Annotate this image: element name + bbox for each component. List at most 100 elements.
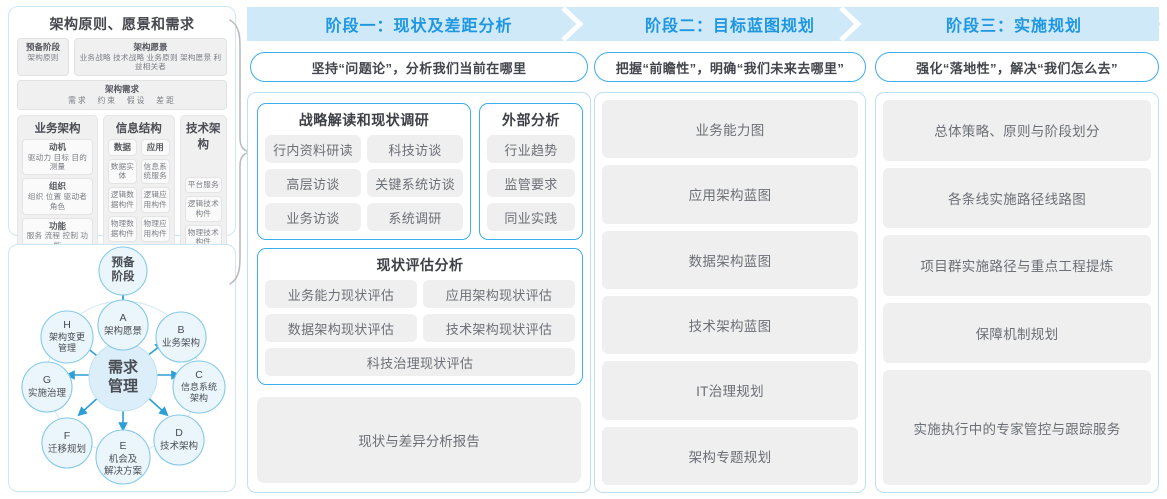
togaf-vision-box: 架构愿景 业务战略 技术战略 业务原则 架构愿景 利益相关者 (74, 38, 227, 77)
sub-box: 逻辑应用构件 (140, 187, 170, 214)
sub-detail: 物理应用构件 (143, 219, 167, 238)
svg-text:架构愿景: 架构愿景 (104, 325, 142, 337)
svg-text:A: A (119, 312, 126, 324)
chip-item[interactable]: 业务能力现状评估 (265, 280, 417, 308)
external-analysis-card: 外部分析 行业趋势 监管要求 同业实践 (479, 103, 583, 240)
adm-center-line1: 需求 (108, 358, 139, 376)
chip-item[interactable]: 行内资料研读 (265, 135, 361, 163)
pillar-title: 业务架构 (34, 122, 81, 135)
phase-2-header-text: 阶段二：目标蓝图规划 (644, 18, 815, 35)
pillar-information-structure: 信息结构 数据 数据实体 逻辑数据构件 物理数据构件 应用 信息系统服务 逻辑应… (102, 114, 175, 260)
phase-3-subtitle: 强化“落地性”，解决“我们怎么去” (875, 52, 1159, 82)
sub-detail: 物理数据构件 (110, 219, 135, 238)
requirements-heading: 架构需求 (104, 84, 139, 95)
external-analysis-chips: 行业趋势 监管要求 同业实践 (487, 135, 575, 231)
sub-box: 信息系统服务 (140, 158, 170, 185)
sub-box: 平台服务 (184, 176, 222, 193)
phase-1-subtitle: 坚持“问题论”，分析我们当前在哪里 (250, 52, 588, 82)
sub-detail: 平台服务 (187, 179, 219, 189)
sub-heading: 应用 (146, 141, 164, 152)
list-item[interactable]: 各条线实施路径线路图 (883, 167, 1151, 229)
svg-text:迁移规划: 迁移规划 (48, 443, 86, 455)
chevron-right-icon-1 (557, 7, 584, 41)
svg-text:架构: 架构 (190, 392, 208, 403)
sub-box: 物理应用构件 (140, 216, 170, 242)
chip-item[interactable]: 高层访谈 (265, 169, 361, 197)
adm-center-line2: 管理 (108, 377, 138, 395)
current-state-assessment-title: 现状评估分析 (376, 257, 464, 273)
chip-item[interactable]: 业务访谈 (265, 203, 361, 231)
chip-item[interactable]: 监管要求 (487, 169, 575, 197)
list-item[interactable]: 架构专题规划 (602, 426, 858, 485)
sub-detail: 物理技术构件 (187, 227, 219, 247)
external-analysis-title: 外部分析 (502, 112, 560, 128)
svg-text:管理: 管理 (58, 342, 76, 353)
svg-text:G: G (43, 374, 51, 386)
togaf-preliminary-phase-box: 预备阶段 架构原则 (17, 38, 69, 77)
chip-item[interactable]: 科技治理现状评估 (265, 348, 575, 376)
list-item[interactable]: 数据架构蓝图 (602, 230, 858, 289)
sub-box: 应用 (140, 138, 170, 156)
sub-heading: 数据 (113, 141, 131, 152)
togaf-requirements-box: 架构需求 需求 约束 假设 差距 (17, 80, 227, 110)
preliminary-phase-heading: 预备阶段 (25, 42, 60, 52)
svg-text:C: C (195, 369, 203, 381)
sub-heading: 动机 (48, 141, 66, 152)
sub-detail: 数据实体 (110, 161, 135, 181)
svg-text:预备: 预备 (112, 255, 135, 269)
list-item[interactable]: 总体策略、原则与阶段划分 (883, 100, 1151, 161)
svg-text:D: D (175, 427, 183, 439)
adm-cycle-card: 需求 管理 预备 阶段 A 架构愿景 B 业务架构 C 信息系统 架构 (8, 244, 236, 492)
sub-box: 逻辑技术构件 (184, 195, 222, 222)
list-item[interactable]: IT治理规划 (602, 361, 858, 420)
list-item[interactable]: 项目群实施路径与重点工程提炼 (883, 235, 1151, 296)
gap-analysis-report-chip[interactable]: 现状与差异分析报告 (257, 397, 581, 483)
phase-2-header-band: 阶段二：目标蓝图规划 (591, 7, 869, 41)
togaf-content-framework-card: 架构原则、愿景和需求 预备阶段 架构原则 架构愿景 业务战略 技术战略 业务原则… (8, 6, 236, 305)
list-item[interactable]: 实施执行中的专家管控与跟踪服务 (883, 370, 1151, 486)
chip-item[interactable]: 数据架构现状评估 (265, 314, 417, 342)
svg-text:阶段: 阶段 (112, 269, 135, 283)
pillar-sub-box: 动机 驱动力 目标 目的 测量 (22, 138, 93, 176)
phase-3-item-stack: 总体策略、原则与阶段划分 各条线实施路径线路图 项目群实施路径与重点工程提炼 保… (883, 100, 1151, 486)
chip-item[interactable]: 同业实践 (487, 203, 575, 231)
chip-item[interactable]: 应用架构现状评估 (423, 280, 575, 308)
sub-detail: 信息系统服务 (143, 161, 167, 181)
list-item[interactable]: 技术架构蓝图 (602, 295, 858, 355)
togaf-title: 架构原则、愿景和需求 (49, 16, 195, 32)
svg-text:B: B (177, 324, 184, 336)
current-state-assessment-chips: 业务能力现状评估 应用架构现状评估 数据架构现状评估 技术架构现状评估 科技治理… (265, 280, 575, 376)
chip-item[interactable]: 行业趋势 (487, 135, 575, 163)
chip-item[interactable]: 科技访谈 (367, 135, 463, 163)
phase-1-panel: 战略解读和现状调研 行内资料研读 科技访谈 高层访谈 关键系统访谈 业务访谈 系… (247, 92, 591, 493)
svg-text:F: F (64, 430, 70, 442)
sub-box: 逻辑数据构件 (107, 187, 137, 214)
chip-item[interactable]: 关键系统访谈 (367, 169, 463, 197)
phase-1-header-band: 阶段一：现状及差距分析 (247, 7, 591, 41)
list-item[interactable]: 业务能力图 (602, 100, 858, 159)
sub-heading: 功能 (48, 220, 66, 231)
phase-2-item-stack: 业务能力图 应用架构蓝图 数据架构蓝图 技术架构蓝图 IT治理规划 架构专题规划 (602, 100, 858, 485)
left-column: 架构原则、愿景和需求 预备阶段 架构原则 架构愿景 业务战略 技术战略 业务原则… (8, 6, 236, 493)
list-item[interactable]: 应用架构蓝图 (602, 165, 858, 224)
pillar-sub-box: 组织 组织 位置 驱动者 角色 (22, 178, 93, 215)
chip-item[interactable]: 系统调研 (367, 203, 463, 231)
sub-box: 数据 (107, 138, 137, 156)
sub-detail: 逻辑数据构件 (110, 190, 135, 210)
information-structure-columns: 数据 数据实体 逻辑数据构件 物理数据构件 应用 信息系统服务 逻辑应用构件 物… (107, 138, 170, 242)
svg-text:H: H (63, 319, 71, 331)
strategy-research-chips: 行内资料研读 科技访谈 高层访谈 关键系统访谈 业务访谈 系统调研 (265, 135, 463, 231)
strategy-research-card: 战略解读和现状调研 行内资料研读 科技访谈 高层访谈 关键系统访谈 业务访谈 系… (257, 103, 471, 240)
pillar-title: 技术架构 (186, 122, 221, 151)
phase-3-header-text: 阶段三：实施规划 (945, 18, 1082, 35)
pillar-title: 信息结构 (115, 122, 162, 135)
data-column: 数据 数据实体 逻辑数据构件 物理数据构件 (107, 138, 137, 242)
strategy-research-title: 战略解读和现状调研 (298, 112, 430, 128)
vision-sub: 业务战略 技术战略 业务原则 架构愿景 利益相关者 (79, 52, 222, 72)
phase-2-subtitle: 把握“前瞻性”，明确“我们未来去哪里” (594, 52, 866, 82)
chip-item[interactable]: 技术架构现状评估 (423, 314, 575, 342)
list-item[interactable]: 保障机制规划 (883, 302, 1151, 364)
pillar-technology-architecture: 技术架构 平台服务 逻辑技术构件 物理技术构件 (179, 114, 227, 260)
svg-text:业务架构: 业务架构 (162, 337, 200, 349)
